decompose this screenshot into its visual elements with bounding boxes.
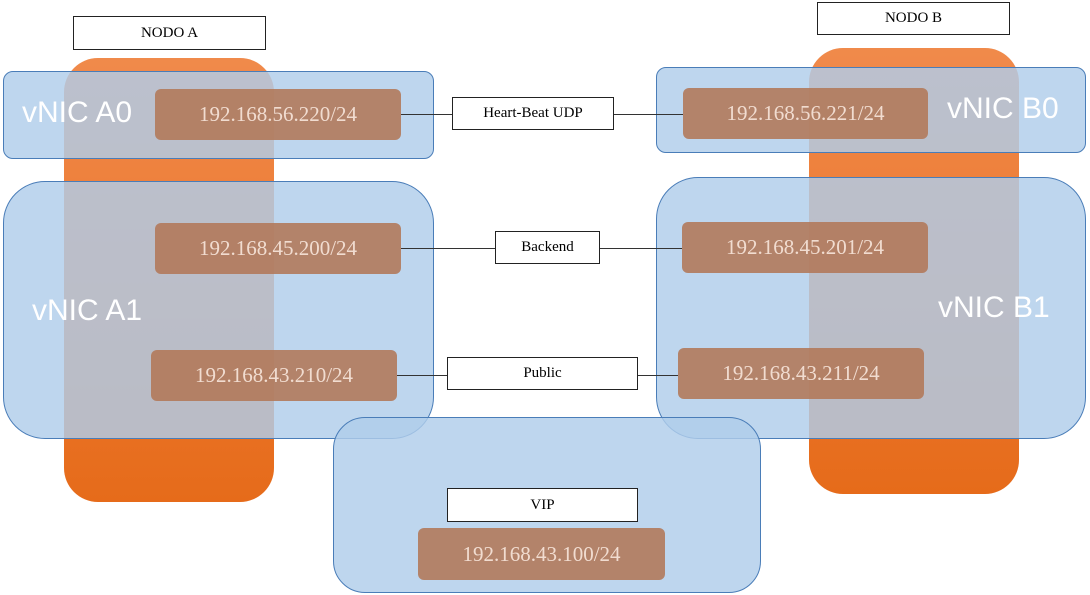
- vnic-a0-label: vNIC A0: [22, 96, 133, 129]
- backend-line-left: [401, 248, 495, 249]
- ip-a1-public: 192.168.43.210/24: [151, 350, 397, 401]
- node-b-title: NODO B: [817, 2, 1010, 35]
- vnic-a1-label: vNIC A1: [32, 294, 143, 327]
- heartbeat-line-left: [401, 114, 452, 115]
- ip-b0: 192.168.56.221/24: [683, 88, 928, 139]
- vip-title: VIP: [447, 488, 638, 522]
- public-line-left: [397, 375, 447, 376]
- ip-b1-public: 192.168.43.211/24: [678, 348, 924, 399]
- heartbeat-line-right: [614, 114, 683, 115]
- public-label: Public: [447, 357, 638, 390]
- vnic-b0-label: vNIC B0: [947, 92, 1059, 125]
- ip-vip: 192.168.43.100/24: [418, 528, 665, 580]
- ip-b1-backend: 192.168.45.201/24: [682, 222, 928, 273]
- heartbeat-label: Heart-Beat UDP: [452, 97, 614, 130]
- ip-a1-backend: 192.168.45.200/24: [155, 223, 401, 274]
- node-a-title: NODO A: [73, 16, 266, 50]
- public-line-right: [638, 375, 678, 376]
- vnic-b1-label: vNIC B1: [938, 291, 1050, 324]
- backend-line-right: [600, 248, 682, 249]
- backend-label: Backend: [495, 231, 600, 264]
- ip-a0: 192.168.56.220/24: [155, 89, 401, 140]
